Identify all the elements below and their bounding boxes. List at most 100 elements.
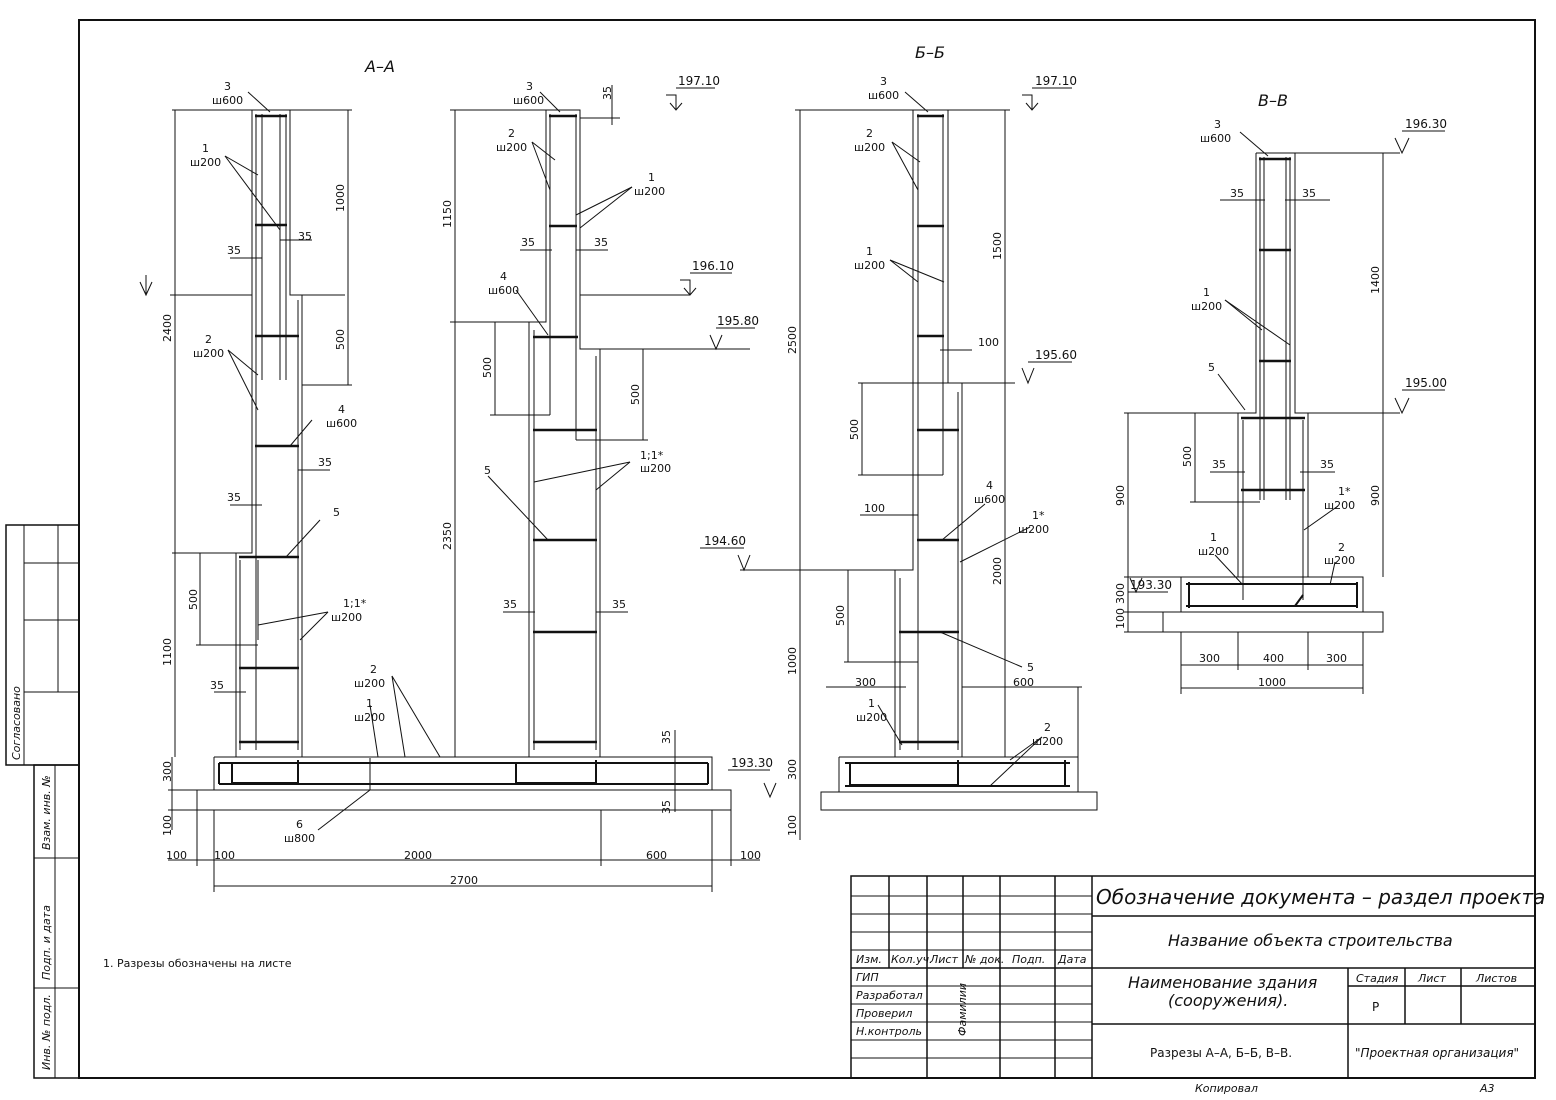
dimension: 2500 (786, 326, 799, 354)
dimension: 100 (978, 336, 999, 349)
rebar-mark: 2 (866, 127, 873, 140)
dimension: 1100 (161, 638, 174, 666)
level-marks (139, 87, 1445, 799)
rebar-spacing: ш200 (354, 711, 385, 724)
rebar-mark: 6 (296, 818, 303, 831)
col-data: Дата (1057, 953, 1087, 966)
rebar-spacing: ш800 (284, 832, 315, 845)
rebar-mark: 1 (1203, 286, 1210, 299)
dimension: 500 (834, 605, 847, 626)
col-sheets: Листов (1475, 972, 1517, 985)
rebar-mark: 2 (205, 333, 212, 346)
dimension: 300 (1326, 652, 1347, 665)
dimension: 1150 (441, 200, 454, 228)
rebar-spacing: ш200 (496, 141, 527, 154)
section-title-vv: В–В (1258, 91, 1288, 110)
dimension: 500 (334, 329, 347, 350)
rebar-spacing: ш200 (1324, 554, 1355, 567)
rebar-spacing: ш200 (1032, 735, 1063, 748)
rebar-spacing: ш600 (1200, 132, 1231, 145)
rebar-mark: 3 (526, 80, 533, 93)
level-mark: 195.80 (717, 314, 759, 328)
doc-code: Обозначение документа – раздел проекта (1096, 885, 1545, 909)
dimension: 2000 (991, 557, 1004, 585)
stage-value: Р (1372, 1000, 1379, 1014)
copied-label: Копировал (1195, 1082, 1258, 1095)
rebar-spacing: ш600 (326, 417, 357, 430)
section-title-bb: Б–Б (915, 43, 945, 62)
rebar-spacing: ш600 (488, 284, 519, 297)
rebar-spacing: ш600 (212, 94, 243, 107)
dimension: 2000 (404, 849, 432, 862)
rebar-mark: 1 (202, 142, 209, 155)
dimension: 900 (1114, 485, 1127, 506)
dimension: 500 (848, 419, 861, 440)
rebar-spacing: ш200 (856, 711, 887, 724)
role-developer: Разработал (856, 989, 923, 1002)
dimension: 35 (1320, 458, 1334, 471)
dimension: 400 (1263, 652, 1284, 665)
level-mark: 195.60 (1035, 348, 1077, 362)
rebar-mark: 3 (880, 75, 887, 88)
dimension: 35 (660, 730, 673, 744)
level-mark: 194.60 (704, 534, 746, 548)
dimension: 500 (629, 384, 642, 405)
rebar-mark: 5 (333, 506, 340, 519)
building-name-line1: Наименование здания (1128, 973, 1318, 992)
rebar-spacing: ш200 (1191, 300, 1222, 313)
dimension: 100 (1114, 608, 1127, 629)
dimension: 600 (646, 849, 667, 862)
dimension: 35 (210, 679, 224, 692)
dimension: 35 (227, 244, 241, 257)
dimension: 100 (864, 502, 885, 515)
organization-name: "Проектная организация" (1355, 1046, 1519, 1060)
rebar-spacing: ш200 (1324, 499, 1355, 512)
rebar-mark: 4 (500, 270, 507, 283)
dimension: 35 (521, 236, 535, 249)
dimension: 35 (1302, 187, 1316, 200)
stamp-inv-orig: Инв. № подл. (40, 994, 53, 1070)
dimension: 100 (740, 849, 761, 862)
stamp-inv-replace: Взам. инв. № (40, 775, 53, 850)
level-mark: 193.30 (731, 756, 773, 770)
rebar-mark: 2 (1338, 541, 1345, 554)
rebar-mark: 1 (866, 245, 873, 258)
drawing-texts: А–А Б–Б В–В 197.10 197.10 196.10 195.80 … (10, 43, 1545, 1095)
col-podp: Подп. (1012, 953, 1045, 966)
dimension: 100 (786, 815, 799, 836)
title-block (850, 875, 1536, 1079)
col-izm: Изм. (856, 953, 882, 966)
rebar-spacing: ш200 (634, 185, 665, 198)
dimension: 2350 (441, 522, 454, 550)
level-mark: 195.00 (1405, 376, 1447, 390)
dimension: 100 (161, 815, 174, 836)
rebar-mark: 1* (1032, 509, 1045, 522)
dimension: 1000 (786, 647, 799, 675)
rebar-mark: 5 (1027, 661, 1034, 674)
stamp-agreed: Согласовано (10, 686, 23, 760)
surnames-label: Фамилии (956, 983, 969, 1036)
section-bb (740, 91, 1098, 840)
dimension: 35 (503, 598, 517, 611)
rebar-spacing: ш200 (354, 677, 385, 690)
rebar-mark: 4 (986, 479, 993, 492)
rebar-spacing: ш200 (1198, 545, 1229, 558)
building-name-line2: (сооружения). (1168, 991, 1288, 1010)
rebar-mark: 3 (1214, 118, 1221, 131)
rebar-mark: 2 (508, 127, 515, 140)
rebar-spacing: ш200 (190, 156, 221, 169)
rebar-mark: 4 (338, 403, 345, 416)
col-ndoc: № док. (964, 953, 1004, 966)
level-mark: 196.30 (1405, 117, 1447, 131)
level-mark: 193.30 (1130, 578, 1172, 592)
rebar-mark: 1 (648, 171, 655, 184)
rebar-spacing: ш200 (854, 259, 885, 272)
rebar-mark: 3 (224, 80, 231, 93)
dimension: 35 (1212, 458, 1226, 471)
dimension: 100 (166, 849, 187, 862)
dimension: 35 (601, 86, 614, 100)
section-aa-middle-wall (450, 85, 750, 757)
rebar-mark: 5 (484, 464, 491, 477)
dimension: 300 (1114, 583, 1127, 604)
rebar-mark: 1;1* (640, 449, 664, 462)
